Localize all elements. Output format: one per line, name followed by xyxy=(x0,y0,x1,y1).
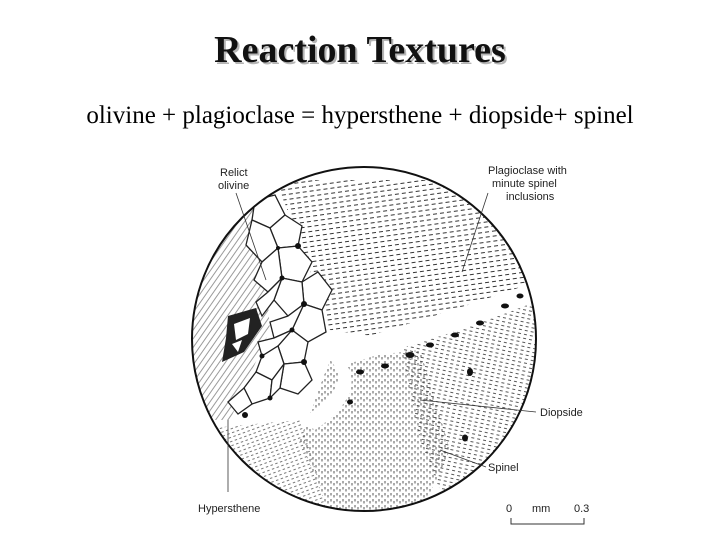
field-of-view xyxy=(192,167,536,511)
scale-bar-end: 0.3 xyxy=(574,503,589,515)
spinel-label: Spinel xyxy=(488,462,519,474)
diopside-label: Diopside xyxy=(540,407,583,419)
plagioclase-label-2: minute spinel xyxy=(492,178,557,190)
spinel-blebs xyxy=(242,243,307,418)
plagioclase-label-3: inclusions xyxy=(506,191,555,203)
plagioclase-label-1: Plagioclase with xyxy=(488,165,567,177)
scale-bar-unit: mm xyxy=(532,503,550,515)
slide-title: Reaction Textures xyxy=(214,29,506,71)
relict-olivine-label-2: olivine xyxy=(218,180,249,192)
hypersthene-label: Hypersthene xyxy=(198,503,260,515)
leader-lines xyxy=(227,192,537,492)
scale-bar-start: 0 xyxy=(506,503,512,515)
scale-bar: 0 mm 0.3 xyxy=(506,503,589,525)
reaction-equation: olivine + plagioclase = hypersthene + di… xyxy=(86,102,634,129)
spinel-grains xyxy=(347,293,524,442)
relict-olivine-grains xyxy=(227,194,333,415)
field-of-view-outline xyxy=(191,166,537,512)
plagioclase-region xyxy=(275,180,536,340)
relict-olivine-label-1: Relict xyxy=(220,167,248,179)
